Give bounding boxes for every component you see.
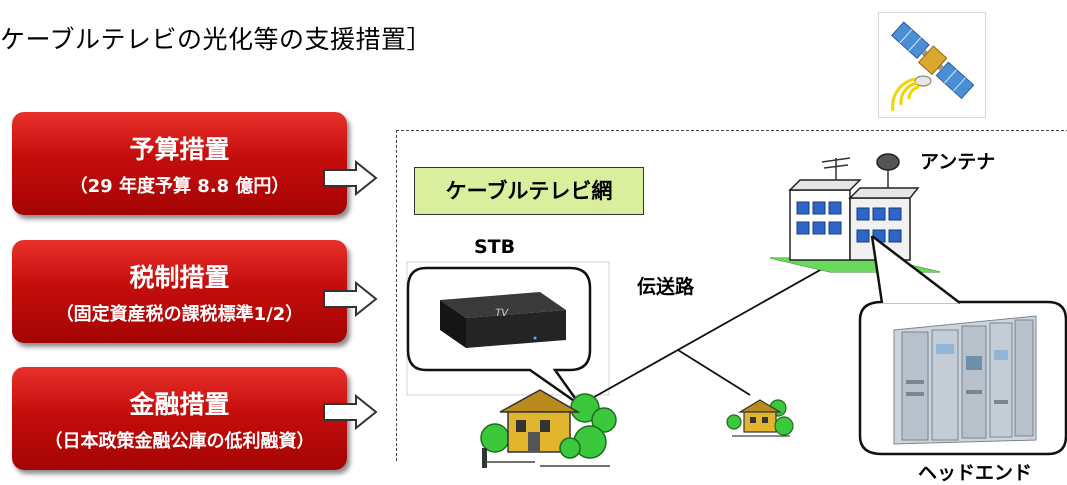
headend-equipment-icon bbox=[893, 315, 1037, 445]
arrow-right-icon bbox=[323, 281, 378, 317]
budget-measure-box: 予算措置 （29 年度予算 8.8 億円） bbox=[12, 112, 347, 215]
tax-measure-title: 税制措置 bbox=[129, 263, 230, 292]
cable-network-diagram bbox=[396, 130, 1067, 461]
page-title: ケーブルテレビの光化等の支援措置］ bbox=[0, 25, 433, 54]
antenna-label: アンテナ bbox=[920, 151, 996, 173]
headend-building-icon bbox=[769, 153, 941, 273]
budget-measure-title: 予算措置 bbox=[129, 135, 230, 164]
tv-logo: TV bbox=[494, 308, 509, 319]
satellite-icon bbox=[878, 12, 986, 118]
finance-measure-box: 金融措置 （日本政策金融公庫の低利融資） bbox=[12, 367, 347, 470]
tax-measure-detail: （固定資産税の課税標準1/2） bbox=[55, 304, 304, 325]
arrow-right-icon bbox=[323, 160, 378, 196]
arrow-right-icon bbox=[323, 394, 378, 430]
finance-measure-title: 金融措置 bbox=[129, 390, 230, 419]
budget-measure-detail: （29 年度予算 8.8 億円） bbox=[69, 176, 290, 197]
set-top-box-icon bbox=[440, 292, 566, 348]
headend-label: ヘッドエンド bbox=[918, 462, 1033, 484]
house-icon bbox=[480, 389, 617, 468]
house-icon bbox=[726, 399, 794, 437]
stb-label: STB bbox=[474, 236, 516, 258]
finance-measure-detail: （日本政策金融公庫の低利融資） bbox=[44, 431, 315, 452]
tax-measure-box: 税制措置 （固定資産税の課税標準1/2） bbox=[12, 240, 347, 343]
cable-network-label: ケーブルテレビ網 bbox=[414, 167, 644, 215]
transmission-line-label: 伝送路 bbox=[637, 276, 695, 298]
